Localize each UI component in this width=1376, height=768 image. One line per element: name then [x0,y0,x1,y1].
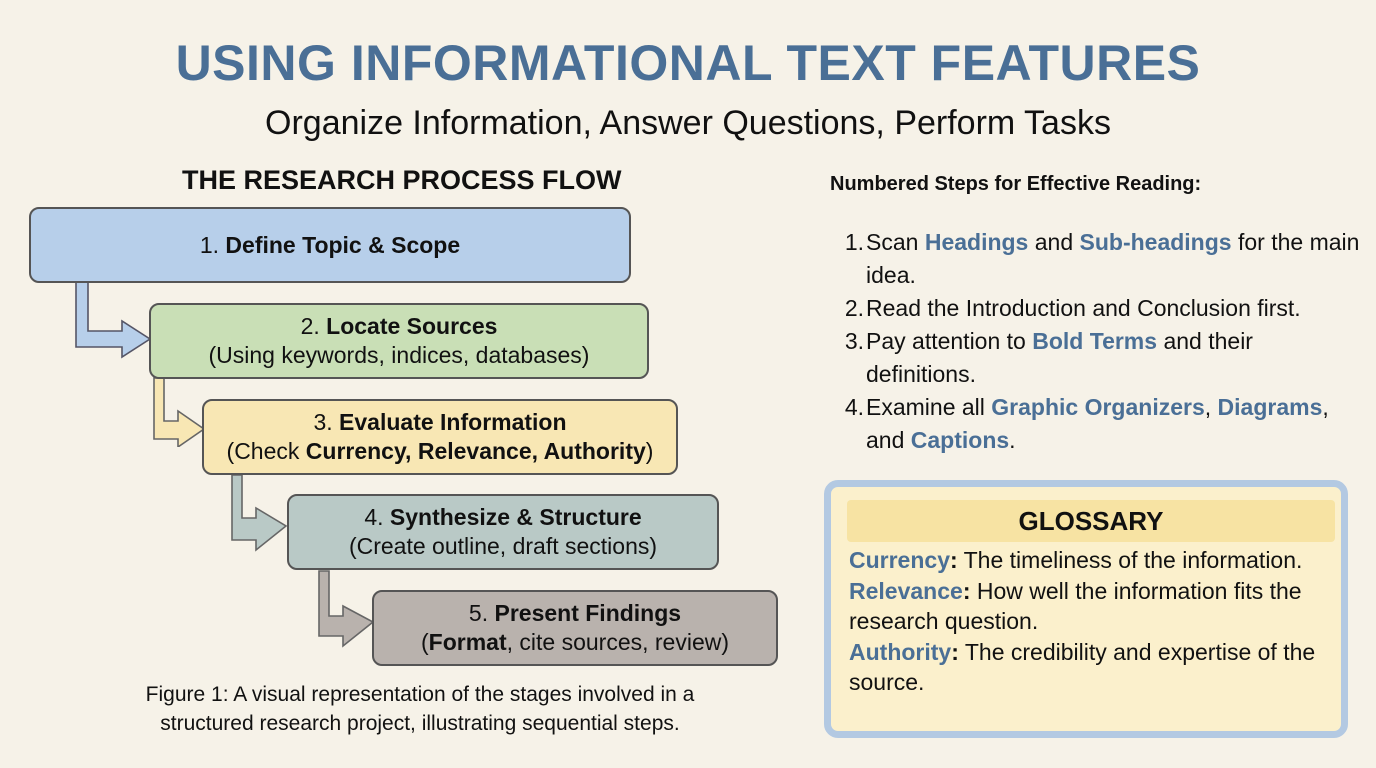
reading-steps-heading: Numbered Steps for Effective Reading: [830,173,1202,195]
step-number: 2. [844,295,864,321]
step-detail-bold: Currency, Relevance, Authority [305,438,646,464]
glossary-term: Currency [849,547,950,573]
step-label: Evaluate Information [339,409,567,435]
reading-steps-list: 1. Scan Headings and Sub-headings for th… [840,226,1360,457]
step-detail-suffix: , cite sources, review) [506,629,730,655]
reading-step-4: 4. Examine all Graphic Organizers, Diagr… [840,391,1360,457]
caption-line-2: structured research project, illustratin… [160,712,680,735]
reading-step-3: 3. Pay attention to Bold Terms and their… [840,325,1360,391]
step-number: 3. [313,409,333,435]
arrow-connector-1-2 [75,281,152,359]
arrow-connector-3-4 [231,474,288,552]
flow-step-2: 2. Locate Sources (Using keywords, indic… [149,303,649,379]
flow-step-4: 4. Synthesize & Structure (Create outlin… [287,494,719,570]
flow-step-3: 3. Evaluate Information (Check Currency,… [202,399,678,475]
step-detail-prefix: (Check [226,438,306,464]
step-detail-bold: Format [428,629,507,655]
highlight-term: Graphic Organizers [991,394,1205,420]
step-number: 4. [844,394,864,420]
step-label: Present Findings [494,600,682,626]
flow-step-5: 5. Present Findings (Format, cite source… [372,590,778,666]
glossary-term: Authority [849,638,952,665]
step-number: 4. [364,504,384,530]
step-text: Read the Introduction and Conclusion fir… [866,295,1301,321]
reading-step-2: 2. Read the Introduction and Conclusion … [840,292,1360,325]
page-title: USING INFORMATIONAL TEXT FEATURES [175,35,1201,91]
step-detail: (Create outline, draft sections) [348,533,658,559]
step-number: 2. [300,313,320,339]
step-label: Locate Sources [326,313,498,339]
step-detail-suffix: ) [645,438,654,464]
glossary-definition: How well the information fits the resear… [849,577,1302,635]
highlight-term: Bold Terms [1032,328,1158,354]
highlight-term: Captions [910,427,1010,453]
page-subtitle: Organize Information, Answer Questions, … [265,104,1111,142]
arrow-connector-2-3 [153,377,206,447]
glossary-entry-relevance: Relevance: How well the information fits… [849,577,1302,635]
flow-step-1: 1. Define Topic & Scope [29,207,631,283]
step-detail-prefix: ( [420,629,429,655]
glossary-definition: The credibility and expertise of the sou… [849,638,1316,696]
arrow-connector-4-5 [318,570,375,648]
step-detail: (Format, cite sources, review) [421,628,729,657]
reading-step-1: 1. Scan Headings and Sub-headings for th… [840,226,1360,292]
step-text: Scan Headings and Sub-headings for the m… [866,229,1360,288]
step-detail: (Using keywords, indices, databases) [208,342,590,368]
highlight-term: Headings [924,229,1029,255]
step-label: Synthesize & Structure [389,504,642,530]
step-number: 3. [844,328,864,354]
glossary-title: GLOSSARY [847,500,1335,542]
step-number: 1. [844,229,864,255]
step-label: Define Topic & Scope [225,231,461,258]
step-text: Examine all Graphic Organizers, Diagrams… [866,394,1329,453]
step-text: Pay attention to Bold Terms and their de… [866,328,1253,387]
flow-heading: THE RESEARCH PROCESS FLOW [182,165,622,195]
highlight-term: Sub-headings [1079,229,1232,255]
caption-line-1: Figure 1: A visual representation of the… [145,683,695,706]
figure-caption: Figure 1: A visual representation of the… [100,680,740,738]
step-detail: (Check Currency, Relevance, Authority) [227,437,654,466]
step-number: 5. [468,600,489,626]
highlight-term: Diagrams [1217,394,1323,420]
glossary-entry-authority: Authority: The credibility and expertise… [849,638,1316,696]
glossary-entries: Currency: The timeliness of the informat… [849,545,1339,698]
glossary-term: Relevance [849,577,963,604]
step-number: 1. [199,231,220,258]
glossary-definition: The timeliness of the information. [957,547,1303,573]
glossary-entry-currency: Currency: The timeliness of the informat… [849,547,1303,573]
glossary-box: GLOSSARY Currency: The timeliness of the… [824,480,1348,738]
